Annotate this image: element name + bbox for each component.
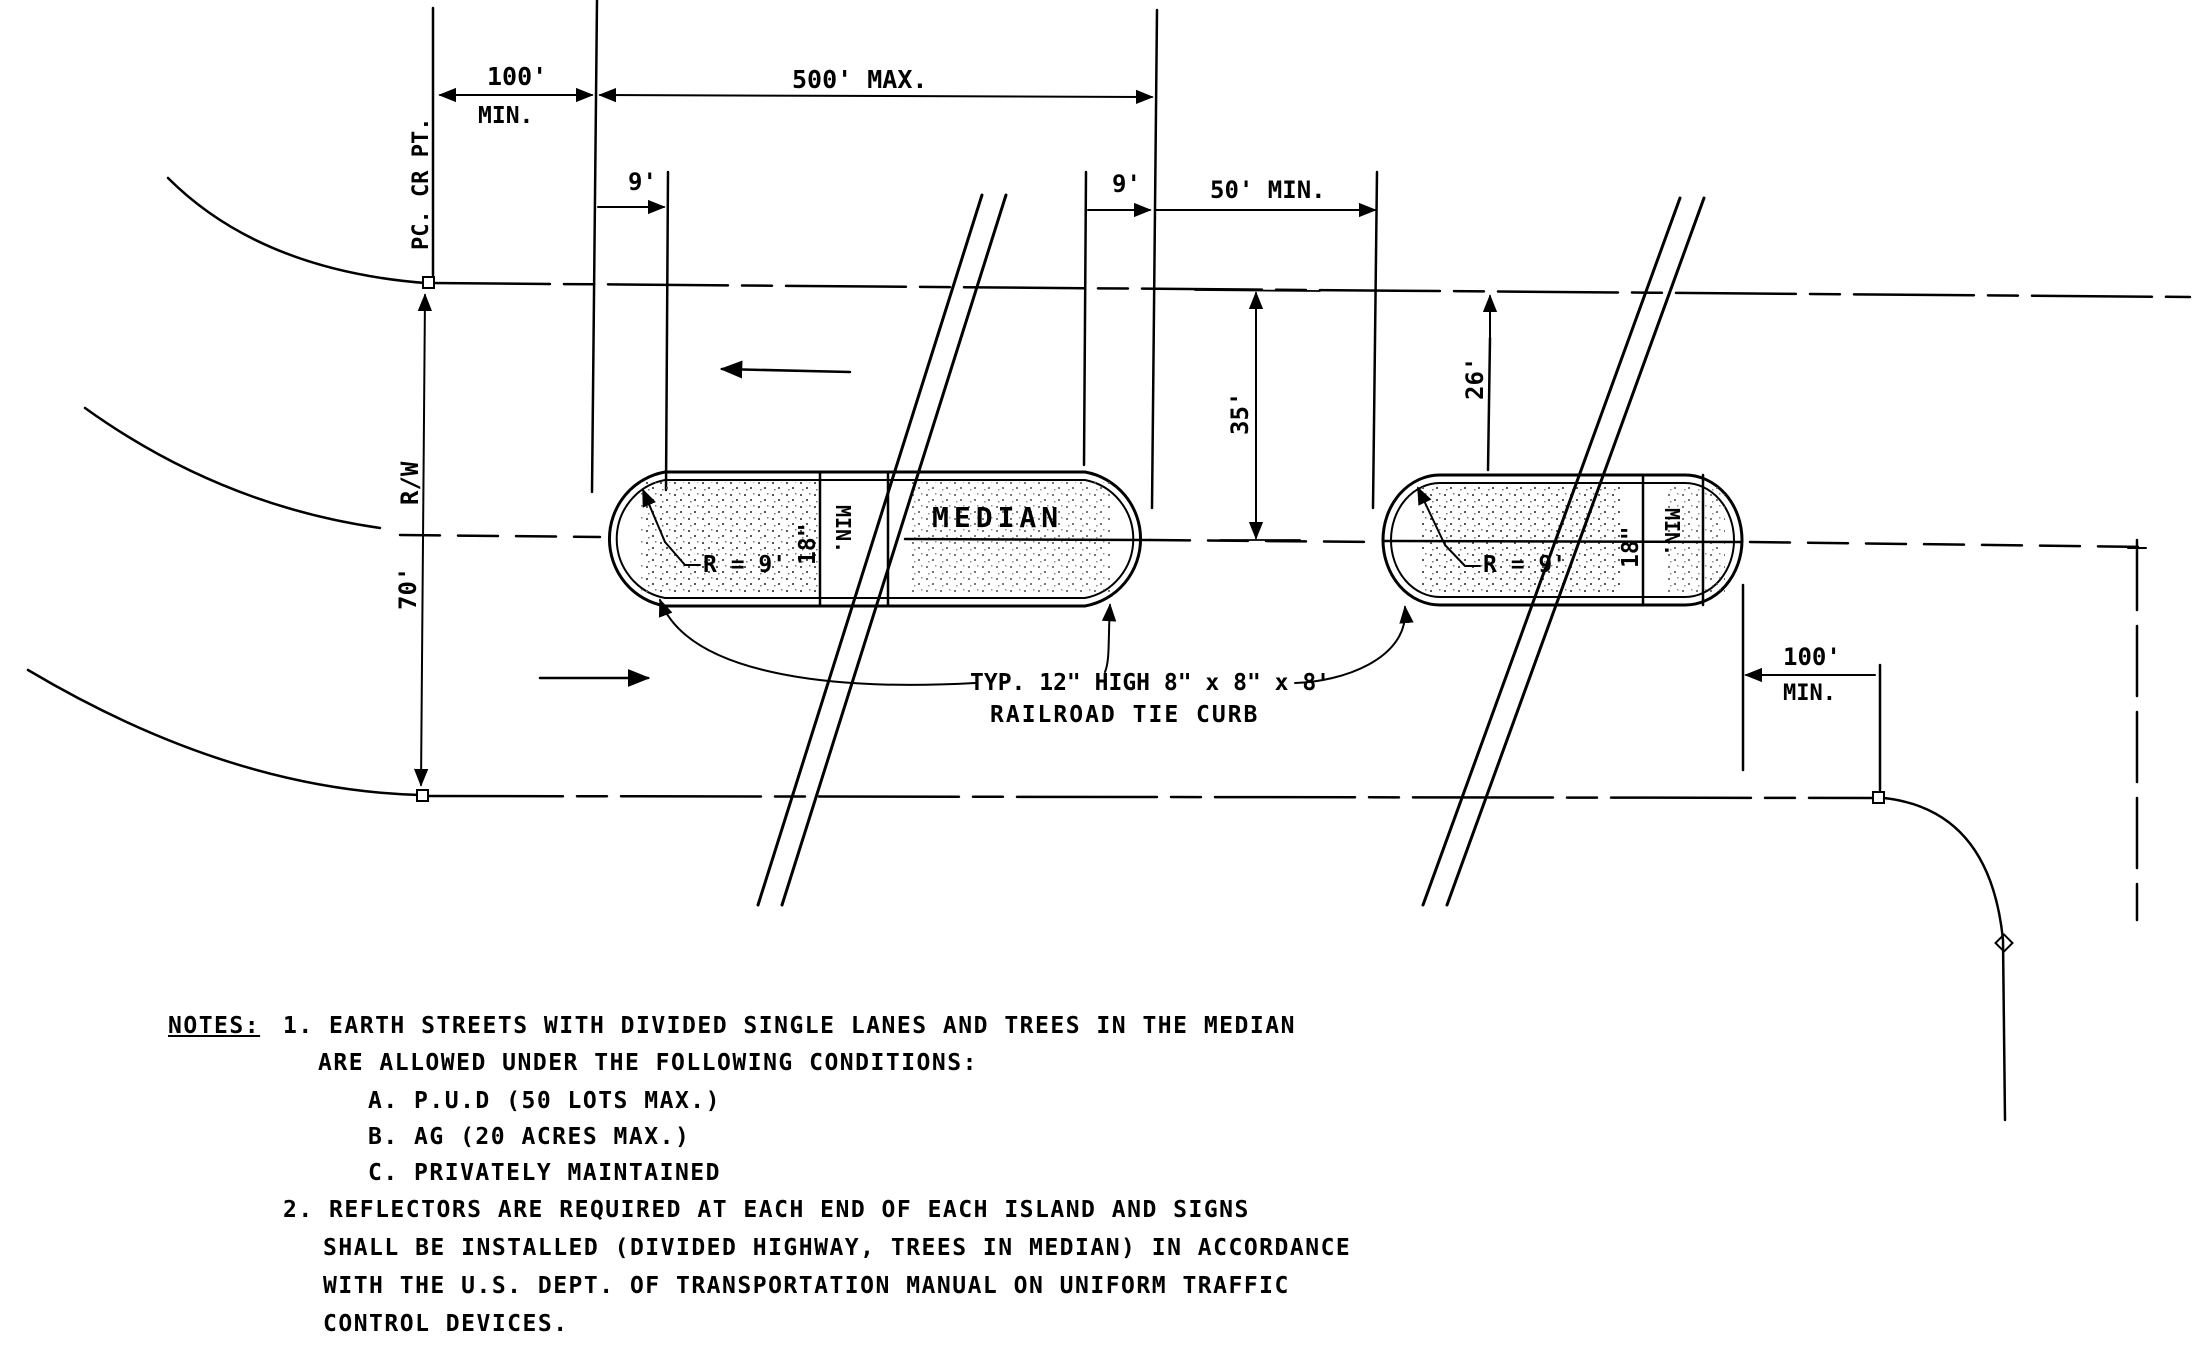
curb-leader-middle [1101,603,1117,673]
note-2-line-1: 2. REFLECTORS ARE REQUIRED AT EACH END O… [283,1197,1250,1223]
ext-line-35-top [1194,289,1321,292]
ext-line-island2-tree [1486,336,1492,472]
note-1-item-b: B. AG (20 ACRES MAX.) [368,1124,691,1150]
pc-cr-pt-label: PC. CR PT. [409,118,434,250]
ext-line-island1-left [590,0,599,494]
centerline-left [398,533,602,539]
dim-100-bottom-label: 100' [1783,643,1841,671]
rail-crossing-left [756,193,1008,907]
dim-100-bottom-sublabel: MIN. [1783,681,1836,706]
median-island-left [607,470,1152,608]
dim-500 [598,87,1154,105]
note-1-item-c: C. PRIVATELY MAINTAINED [368,1160,721,1186]
island1-radius-leader [664,541,701,566]
corner-marker-top [422,276,435,289]
island1-curb [607,470,1143,608]
dim-100-top-sublabel: MIN. [478,103,533,129]
curb-callout-line2: RAILROAD TIE CURB [990,702,1259,728]
radius-left-label: R = 9' [703,552,786,578]
island1-radius-line [642,488,666,543]
note-2-line-3: WITH THE U.S. DEPT. OF TRANSPORTATION MA… [323,1273,1290,1299]
curb-curve-top [166,176,427,285]
median-18-left-label: 18" [795,523,821,565]
note-1-item-a: A. P.U.D (50 LOTS MAX.) [368,1088,721,1114]
island2-curb [1381,473,1744,607]
note-2-line-2: SHALL BE INSTALLED (DIVIDED HIGHWAY, TRE… [323,1235,1352,1261]
notes-heading: NOTES: [168,1013,261,1039]
curb-leader-right [1294,605,1414,684]
note-1-line-1: 1. EARTH STREETS WITH DIVIDED SINGLE LAN… [283,1013,1296,1039]
ext-line-island1-right [1150,8,1159,510]
centerline-right [1748,540,2152,549]
radius-right-label: R = 9' [1483,552,1566,578]
island2-radius-leader [1444,544,1481,567]
island2-radius-line [1417,486,1446,546]
curb-curve-right [1882,796,2007,1122]
curb-curve-middle [83,406,382,530]
row-line-bottom [421,794,1882,800]
island2-centerline [1383,539,1744,544]
dim-9-left-label: 9' [628,168,657,196]
island2-stipple-right [1665,485,1725,595]
island1-centerline [903,537,1152,542]
centerline-middle [1148,538,1377,544]
median-18-right-label: 18" [1618,526,1644,568]
corner-marker-right [1872,791,1885,804]
traffic-arrow-westbound [719,360,852,379]
island1-stipple-left [640,482,820,595]
ext-line-island1-tree [664,170,670,492]
ext-line-island1-right-inner [1082,170,1088,467]
note-2-line-4: CONTROL DEVICES. [323,1311,569,1337]
note-1-line-2: ARE ALLOWED UNDER THE FOLLOWING CONDITIO… [318,1050,978,1076]
median-island-right [1381,473,1744,607]
curb-leader-left [658,598,976,686]
dim-50-label: 50' MIN. [1210,176,1326,204]
dim-500-label: 500' MAX. [792,65,927,94]
median-min-left-label: MIN. [831,505,855,553]
curb-curve-bottom [26,668,422,797]
ext-line-island2-left [1371,170,1379,510]
dim-100-top-label: 100' [487,62,547,91]
width-70-label: 70' [394,567,422,610]
rail-crossing-right [1421,196,1706,907]
row-line-top [428,281,2192,299]
corner-marker-bottom [416,789,429,802]
dist-35-label: 35' [1226,392,1254,435]
median-min-right-label: MIN. [1660,508,1684,556]
median-label: MEDIAN [932,501,1063,534]
curb-callout-line1: TYP. 12" HIGH 8" x 8" x 8' [970,670,1330,696]
rw-label: R/W [396,461,424,505]
dim-70 [413,293,433,787]
dist-26-label: 26' [1461,357,1489,400]
dim-9-right-label: 9' [1112,170,1141,198]
